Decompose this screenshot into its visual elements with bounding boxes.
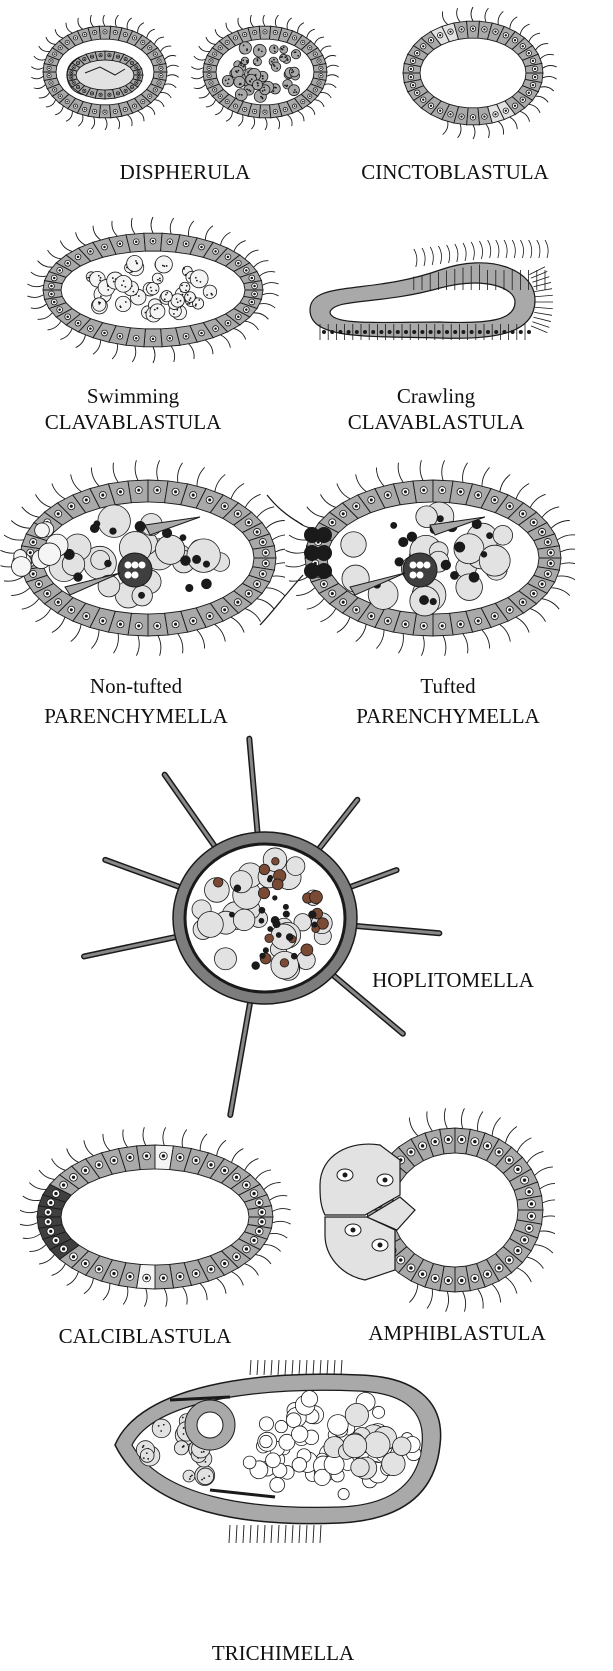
label-non-tufted: Non-tufted	[90, 674, 182, 699]
tufted-parenchymella-larva	[255, 455, 575, 660]
label-amphiblastula: AMPHIBLASTULA	[368, 1321, 545, 1346]
label-crawling-clavablastula: CLAVABLASTULA	[348, 410, 525, 435]
hoplitomella-larva	[55, 680, 485, 1135]
label-trichimella: TRICHIMELLA	[212, 1641, 354, 1666]
label-dispherula: DISPHERULA	[120, 160, 251, 185]
calciblastula-larva	[20, 1125, 295, 1310]
label-cinctoblastula: CINCTOBLASTULA	[361, 160, 548, 185]
crawling-clavablastula-larva	[290, 240, 555, 360]
dispherula-larva-2	[185, 15, 345, 130]
swimming-clavablastula-larva	[25, 215, 280, 365]
non-tufted-parenchymella-larva	[0, 455, 285, 660]
amphiblastula-larva	[305, 1105, 555, 1315]
label-tufted-parenchymella: PARENCHYMELLA	[356, 704, 540, 729]
label-non-tufted-parenchymella: PARENCHYMELLA	[44, 704, 228, 729]
label-tufted: Tufted	[420, 674, 475, 699]
label-hoplitomella: HOPLITOMELLA	[372, 968, 534, 993]
label-crawling: Crawling	[397, 384, 475, 409]
label-swimming-clavablastula: CLAVABLASTULA	[45, 410, 222, 435]
cinctoblastula-larva	[385, 5, 560, 140]
label-calciblastula: CALCIBLASTULA	[59, 1324, 232, 1349]
label-swimming: Swimming	[87, 384, 179, 409]
dispherula-larva-1	[25, 15, 185, 130]
trichimella-larva	[100, 1345, 460, 1550]
